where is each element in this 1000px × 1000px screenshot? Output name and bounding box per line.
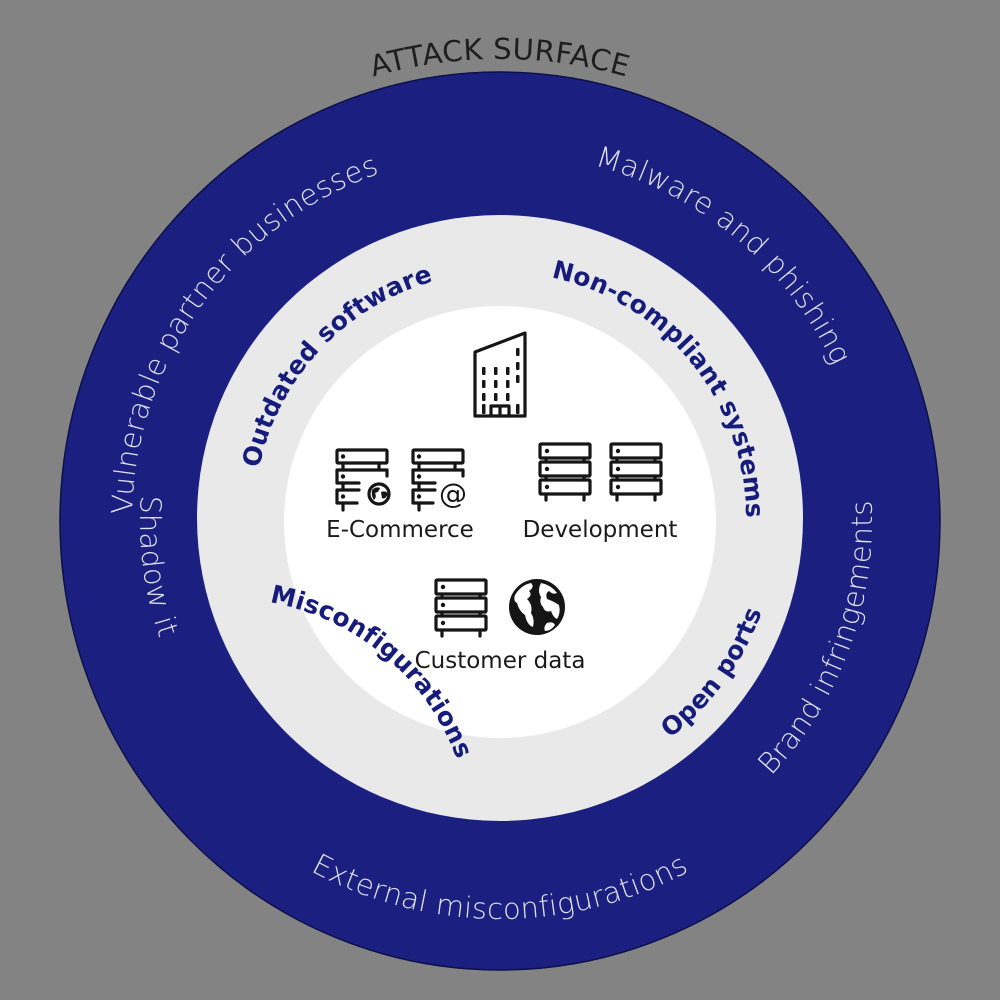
globe-icon xyxy=(509,579,565,635)
asset-label-development: Development xyxy=(523,517,678,543)
server-email-icon: @ xyxy=(411,448,467,512)
server-icon xyxy=(538,442,592,502)
server-globe-icon xyxy=(335,448,391,512)
building-icon xyxy=(473,331,527,418)
svg-text:@: @ xyxy=(439,477,467,510)
server-icon xyxy=(609,442,663,502)
asset-label-customer-data: Customer data xyxy=(415,648,586,674)
asset-label-ecommerce: E-Commerce xyxy=(326,517,474,543)
core-circle xyxy=(284,306,716,738)
server-icon xyxy=(434,578,488,638)
